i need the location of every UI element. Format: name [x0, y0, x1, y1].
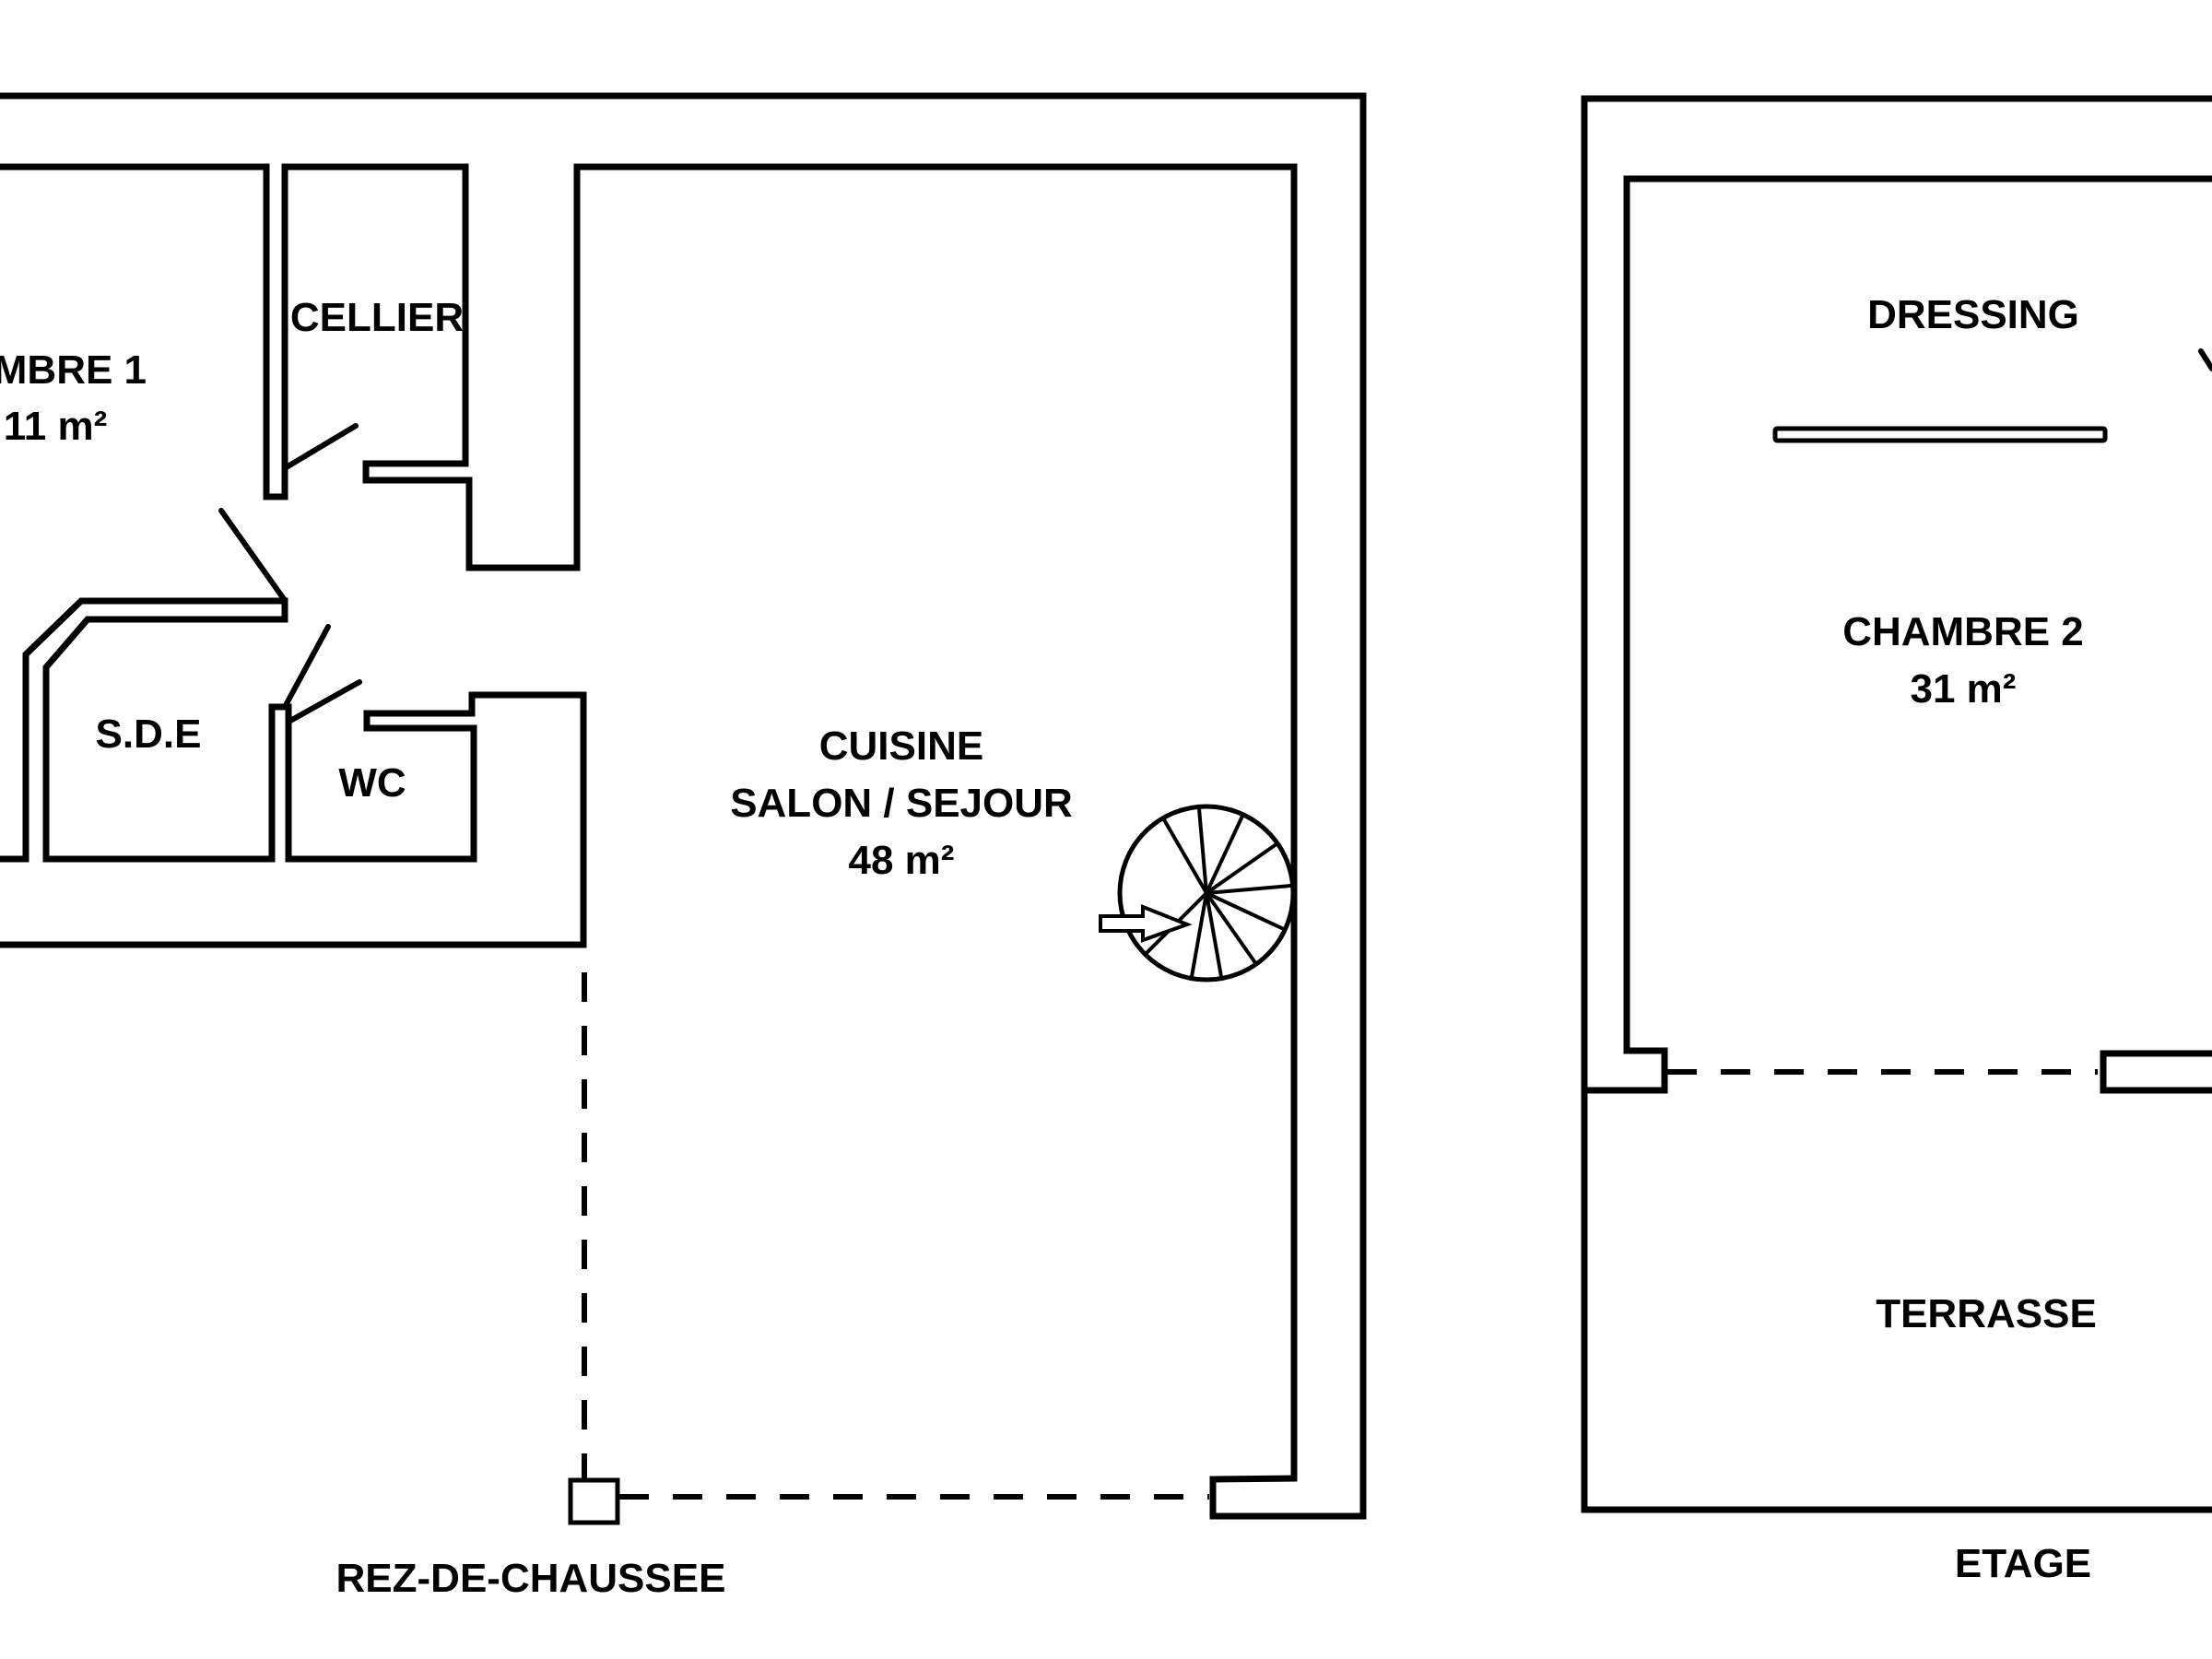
label-rdc-title: REZ-DE-CHAUSSEE: [336, 1556, 726, 1601]
label-terrasse: TERRASSE: [1876, 1291, 2097, 1336]
wc-wall: [0, 691, 587, 948]
chambre1-door: [282, 423, 359, 471]
dressing-partition: [1772, 426, 2108, 443]
rdc-plan: [0, 92, 1367, 1525]
up-arrow-icon: [1099, 904, 1193, 943]
stair-tread: [1206, 891, 1287, 932]
label-sde: S.D.E: [96, 712, 202, 757]
rdc-pillar: [568, 1477, 620, 1525]
etage-wall-stub: [2100, 1050, 2212, 1094]
stair-tread: [1205, 892, 1224, 979]
hall-door: [218, 508, 287, 602]
label-cuisine-area: 48 m²: [849, 838, 955, 883]
label-chambre1-area: 11 m²: [4, 404, 108, 449]
label-cellier: CELLIER: [290, 295, 464, 340]
stair-tread: [1205, 841, 1279, 895]
label-salon-sejour: SALON / SEJOUR: [730, 781, 1073, 826]
dressing-door: [2198, 348, 2212, 371]
label-chambre2-area: 31 m²: [1911, 666, 2017, 712]
etage-inner-wall: [1581, 175, 2212, 1094]
stair-tread: [1205, 891, 1258, 966]
stair-tread: [1189, 892, 1208, 979]
label-cuisine: CUISINE: [819, 724, 983, 769]
stair-tread: [1196, 806, 1208, 894]
spiral-staircase: [1117, 804, 1296, 982]
stair-tread: [1161, 817, 1208, 895]
sde-door: [282, 624, 331, 710]
stair-tread: [1205, 813, 1245, 894]
rdc-outer-wall: [0, 92, 1367, 1520]
label-chambre1-name: AMBRE 1: [0, 347, 147, 393]
cuisine-inner-wall: [0, 163, 1298, 1483]
label-etage-title: ETAGE: [1955, 1541, 2091, 1586]
label-dressing: DRESSING: [1867, 292, 2079, 337]
etage-outer-wall: [1581, 95, 2212, 1513]
sde-wall: [0, 597, 292, 863]
etage-plan: [1581, 95, 2212, 1513]
label-chambre2-name: CHAMBRE 2: [1842, 609, 2084, 654]
stair-tread: [1206, 883, 1293, 895]
label-wc: WC: [338, 760, 406, 806]
wc-door: [288, 679, 362, 724]
